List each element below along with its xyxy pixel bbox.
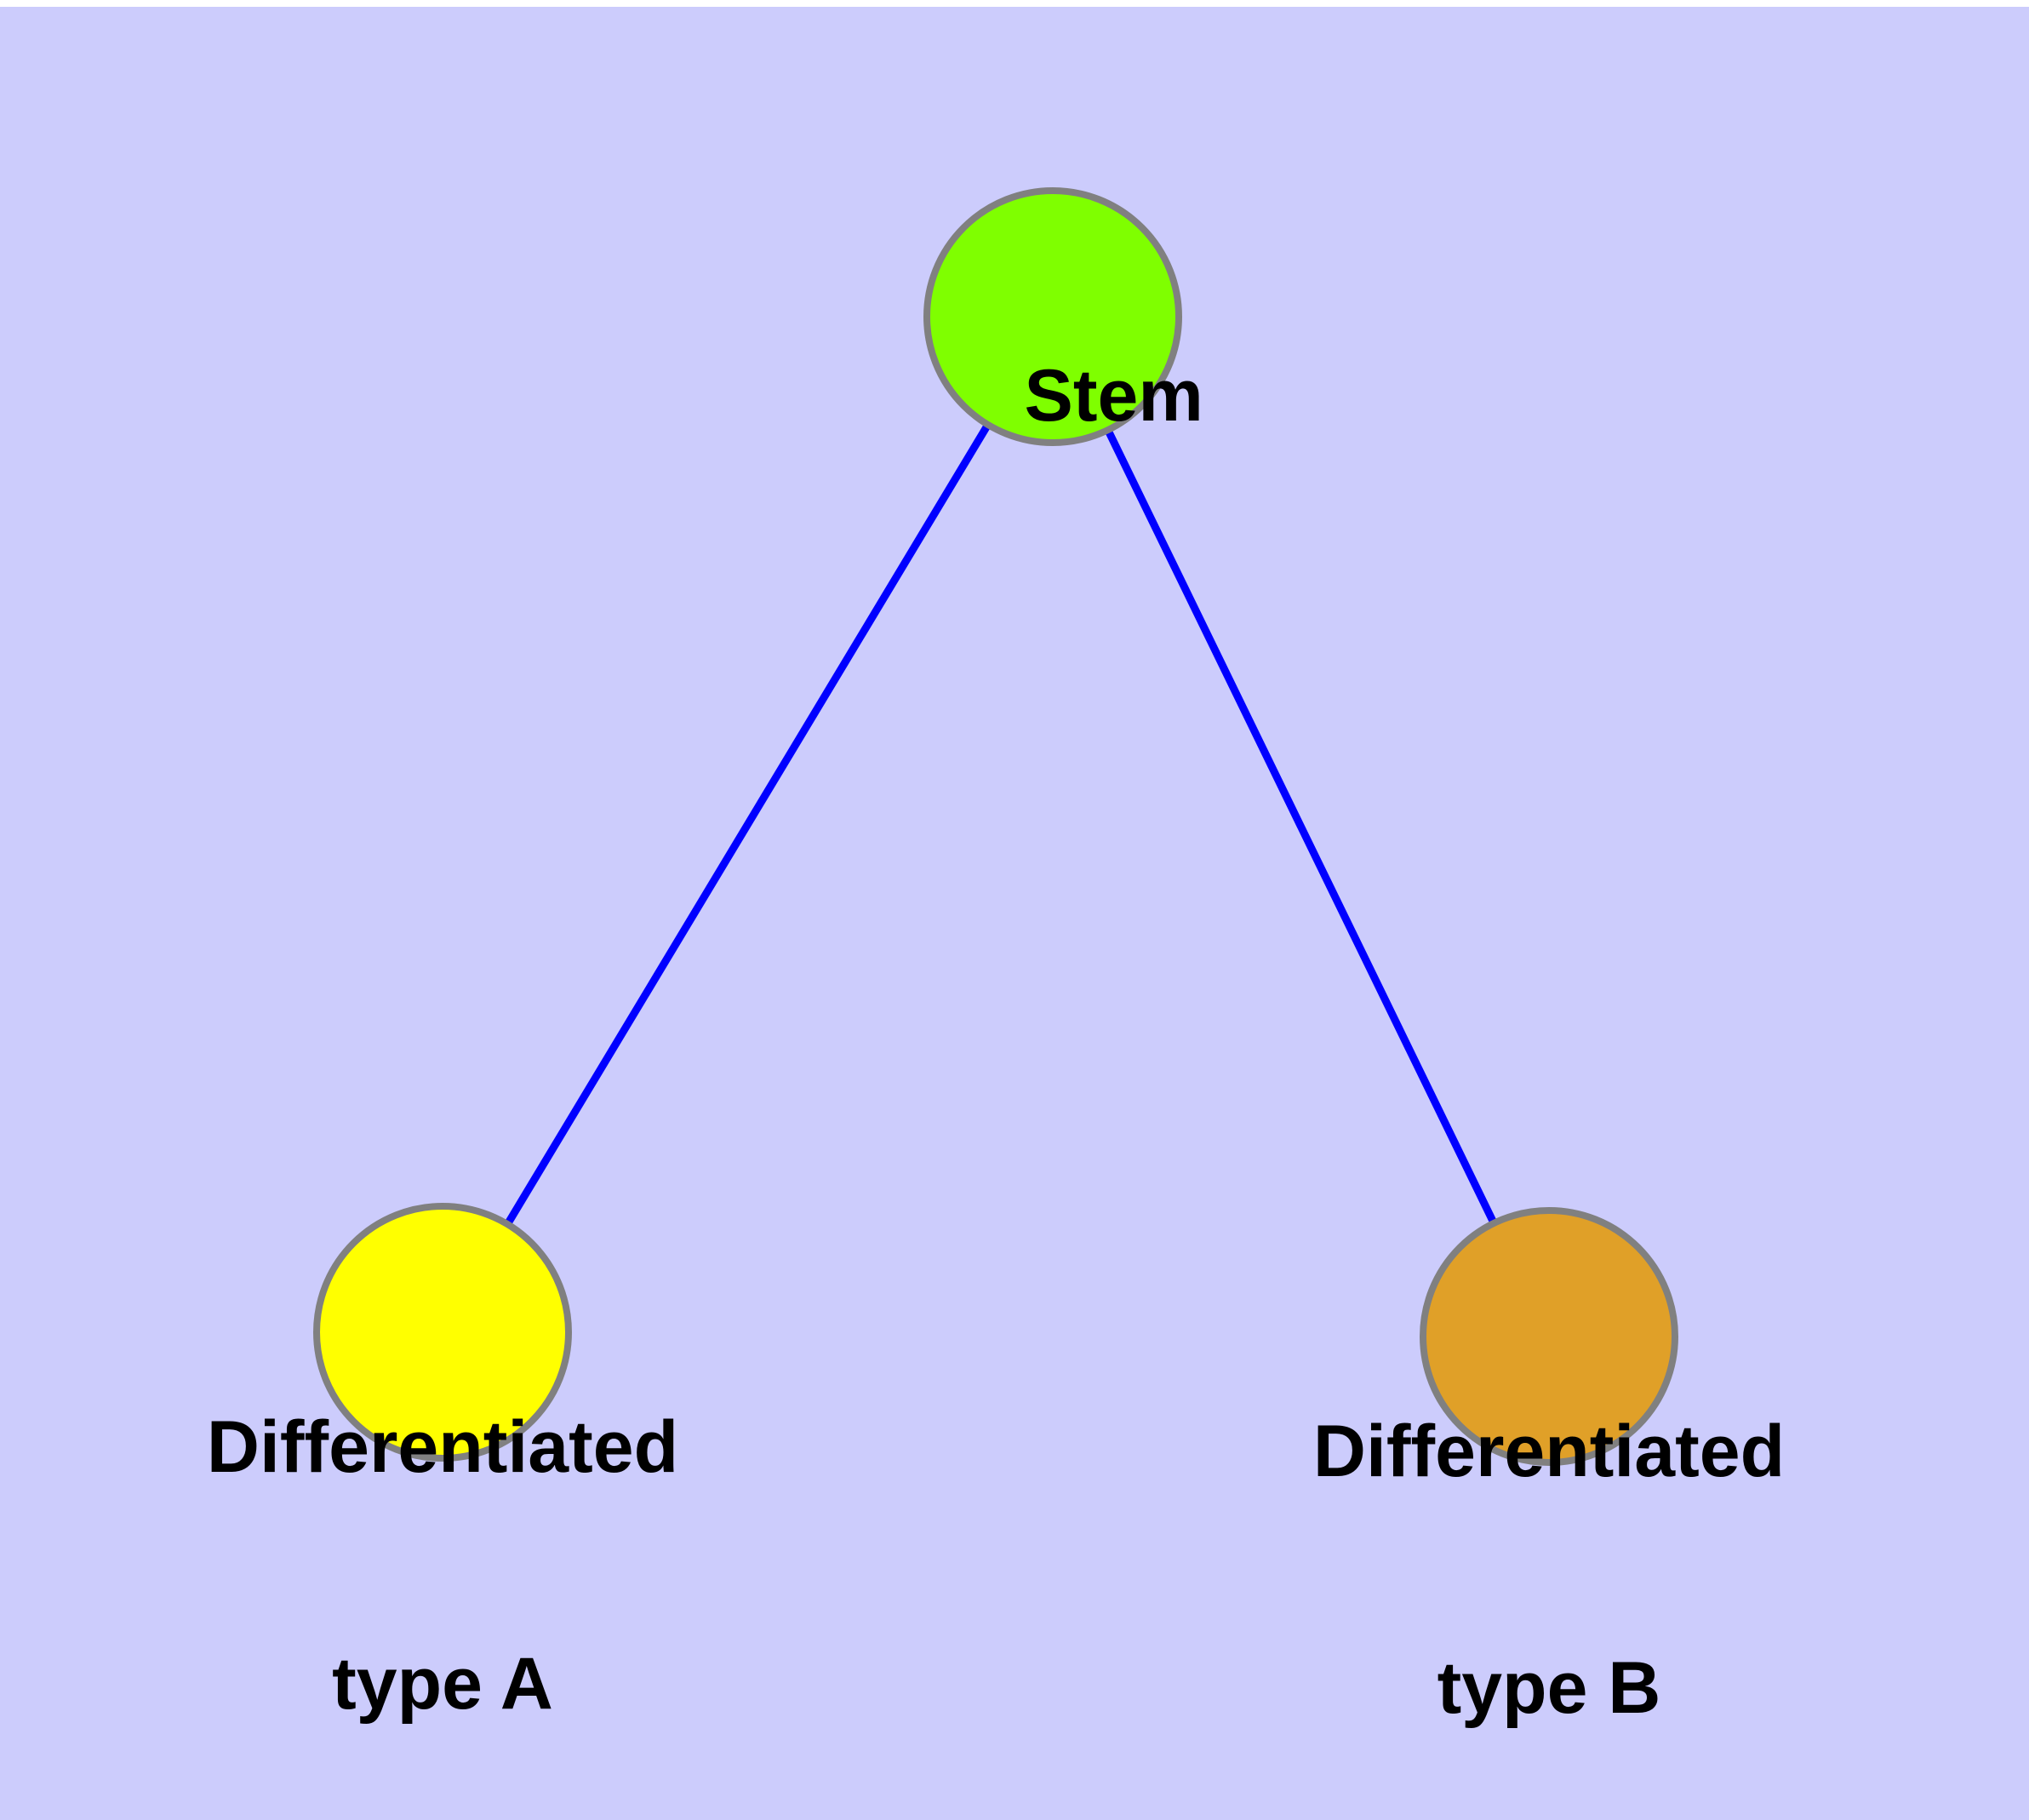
node-differentiated-type-a[interactable] — [313, 1203, 572, 1462]
edge-group — [504, 422, 1498, 1227]
node-stem[interactable] — [923, 187, 1182, 446]
node-differentiated-type-b[interactable] — [1420, 1207, 1678, 1466]
diagram-background: Stem Differentiated type A Differentiate… — [0, 7, 2029, 1820]
node-group — [313, 187, 1678, 1466]
graph-svg — [313, 187, 1678, 1466]
edge-stem-to-differentiated-type-a[interactable] — [504, 422, 992, 1227]
edge-stem-to-differentiated-type-b[interactable] — [1104, 428, 1498, 1225]
